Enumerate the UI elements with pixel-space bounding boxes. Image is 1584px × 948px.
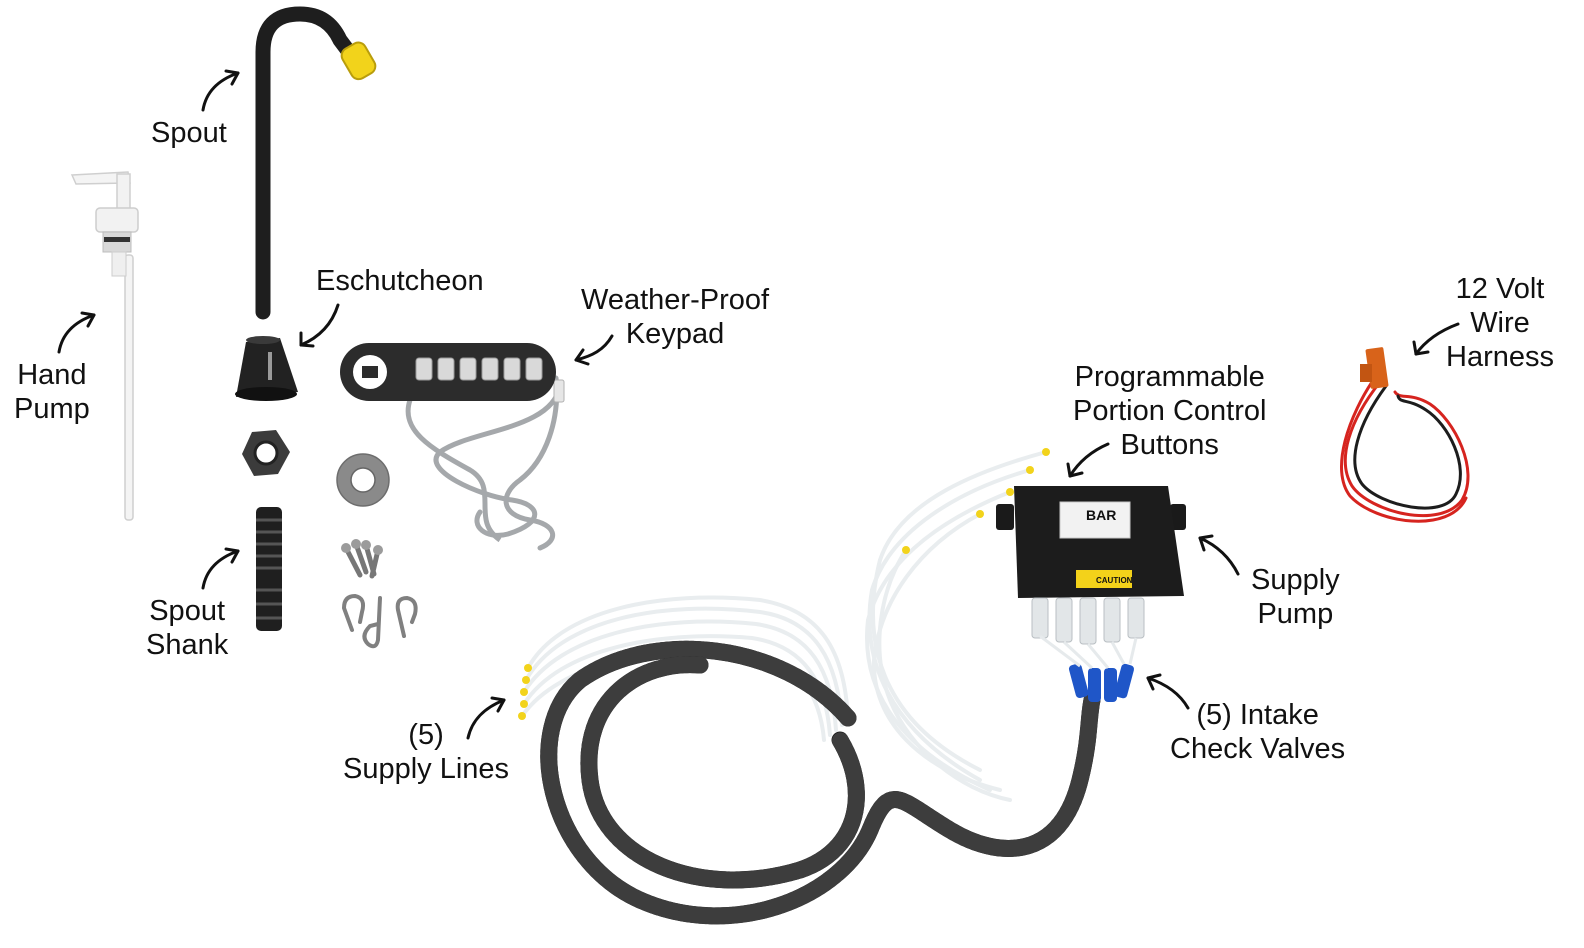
- hex-nut-part: [242, 430, 290, 476]
- conduit-part: [540, 640, 1101, 925]
- hand-pump-part: [70, 171, 139, 521]
- spout-shank-part: [256, 507, 282, 631]
- label-programmable-portion-control-buttons: Programmable Portion Control Buttons: [1073, 361, 1267, 461]
- supply-lines-tubing: [520, 450, 1048, 802]
- label-12-volt-wire-harness: 12 Volt Wire Harness: [1446, 273, 1554, 373]
- label-eschutcheon: Eschutcheon: [316, 265, 484, 297]
- escutcheon-part: [235, 336, 298, 401]
- arrow-spout-shank: [201, 547, 240, 590]
- pump-brand-text: BAR: [1086, 507, 1116, 523]
- callout-arrows: [57, 69, 1460, 740]
- arrow-supply-lines: [466, 696, 506, 740]
- caution-label-text: CAUTION: [1096, 576, 1133, 585]
- label-spout-shank: Spout Shank: [146, 595, 229, 661]
- wire-harness-part: [1340, 374, 1470, 523]
- arrow-intake-check-valves: [1146, 673, 1190, 710]
- arrow-wire-harness: [1412, 322, 1460, 356]
- label-supply-pump: Supply Pump: [1251, 564, 1340, 630]
- arrow-hand-pump: [57, 311, 96, 354]
- screws-part: [341, 539, 383, 579]
- arrow-supply-pump: [1198, 534, 1240, 576]
- label-weather-proof-keypad: Weather-Proof Keypad: [581, 284, 770, 350]
- supply-line-caps: [518, 448, 1050, 720]
- washer-part: [336, 453, 390, 507]
- label-intake-check-valves: (5) Intake Check Valves: [1170, 699, 1346, 765]
- label-hand-pump: Hand Pump: [14, 359, 90, 425]
- spout-part: [255, 6, 377, 320]
- arrow-spout: [201, 69, 240, 112]
- wire-harness-connector: [1360, 347, 1389, 389]
- label-supply-lines: (5) Supply Lines: [343, 719, 510, 785]
- supply-pump-part: BAR CAUTION: [996, 486, 1186, 645]
- label-spout: Spout: [151, 117, 227, 149]
- keypad-part: [340, 343, 565, 551]
- arrow-keypad: [574, 334, 614, 366]
- arrow-eschutcheon: [299, 303, 340, 348]
- intake-check-valves-part: [1039, 634, 1138, 702]
- tube-clips-part: [341, 593, 418, 649]
- arrow-portion-control: [1066, 442, 1110, 478]
